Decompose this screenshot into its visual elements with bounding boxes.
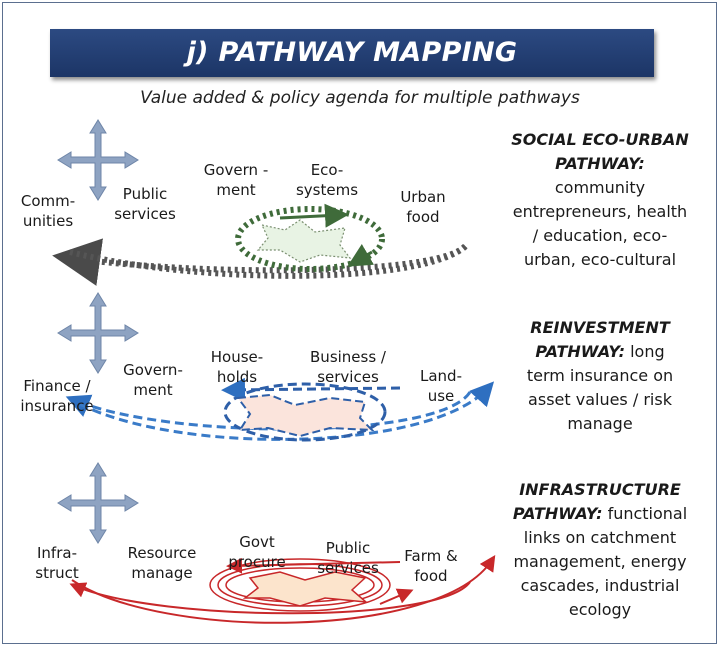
description-line: community	[554, 178, 646, 197]
node-label-finance-insurance: Finance /insurance	[20, 377, 94, 415]
reinvestment-flow	[65, 377, 495, 442]
description-line: urban, eco-cultural	[523, 250, 677, 269]
description-line: management, energy	[513, 552, 687, 571]
pathway-description-infrastructure: INFRASTRUCTURE PATHWAY: functional links…	[486, 478, 714, 622]
pathway-heading-suffix: PATHWAY:	[512, 504, 603, 523]
pathway-heading: SOCIAL ECO-URBAN	[511, 130, 689, 149]
pathway-heading: INFRASTRUCTURE	[519, 480, 681, 499]
pathway-description-social-eco-urban: SOCIAL ECO-URBAN PATHWAY: community entr…	[486, 128, 714, 272]
description-line: cascades, industrial	[520, 576, 680, 595]
description-line: / education, eco-	[532, 226, 668, 245]
node-label-ecosystems: Eco-systems	[295, 161, 359, 199]
node-label-business-services: Business /services	[310, 348, 386, 386]
description-line: links on catchment	[523, 528, 677, 547]
node-label-government: Govern -ment	[203, 161, 269, 199]
pathway-heading-suffix: PATHWAY:	[535, 342, 625, 361]
title-banner: j) PATHWAY MAPPING	[50, 29, 654, 77]
pathway-heading: REINVESTMENT	[530, 318, 670, 337]
pathway-description-reinvestment: REINVESTMENT PATHWAY: long term insuranc…	[486, 316, 714, 436]
description-line: functional	[607, 504, 688, 523]
description-line: entrepreneurs, health	[512, 202, 688, 221]
pathway-heading-suffix: PATHWAY:	[555, 154, 645, 173]
four-way-arrow-icon	[57, 462, 139, 544]
subtitle: Value added & policy agenda for multiple…	[140, 88, 580, 108]
description-line: manage	[567, 414, 633, 433]
description-line: ecology	[568, 600, 632, 619]
social-eco-urban-flow	[52, 203, 471, 286]
node-label-households: House-holds	[210, 348, 264, 386]
node-label-communities: Comm-unities	[20, 192, 76, 230]
description-line: long	[630, 342, 665, 361]
description-line: term insurance on	[526, 366, 674, 385]
infrastructure-flow	[69, 554, 496, 624]
node-label-government: Govern-ment	[123, 361, 183, 399]
node-label-farm-food: Farm &food	[404, 547, 458, 585]
node-label-land-use: Land-use	[420, 367, 462, 405]
node-label-infrastructure: Infra-struct	[35, 544, 79, 582]
description-line: asset values / risk	[528, 390, 672, 409]
page-title: j) PATHWAY MAPPING	[186, 37, 518, 68]
